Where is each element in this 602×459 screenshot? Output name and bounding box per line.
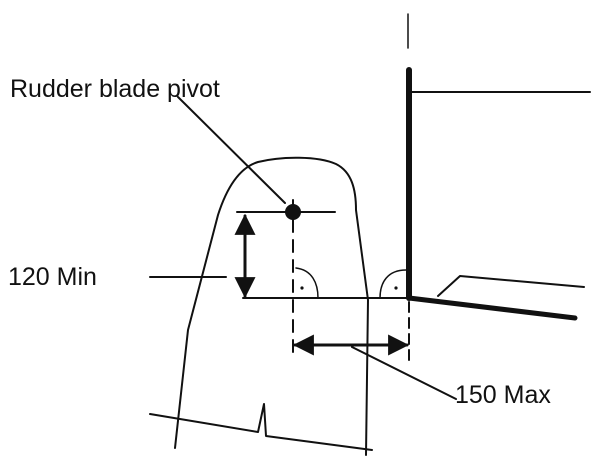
break-line xyxy=(149,403,373,451)
rudder-outline xyxy=(174,156,369,456)
hull-transom xyxy=(406,13,591,321)
pivot-leader-line xyxy=(177,96,286,204)
right-angle-arc-2 xyxy=(379,269,407,299)
max-dimension-label: 150 Max xyxy=(455,381,551,409)
right-angle-dot-1 xyxy=(300,286,304,290)
pivot-point xyxy=(236,199,336,356)
right-angle-dot-2 xyxy=(394,286,398,290)
pivot-label: Rudder blade pivot xyxy=(10,75,220,103)
right-angle-arc-1 xyxy=(295,267,319,299)
max-leader-line xyxy=(351,346,457,400)
min-dimension-label: 120 Min xyxy=(8,263,97,291)
right-angle-markers xyxy=(295,267,407,299)
rudder-blade xyxy=(174,156,369,456)
pivot-dot xyxy=(285,204,301,220)
keel-line xyxy=(437,275,585,297)
hull-bottom-line xyxy=(406,295,578,321)
